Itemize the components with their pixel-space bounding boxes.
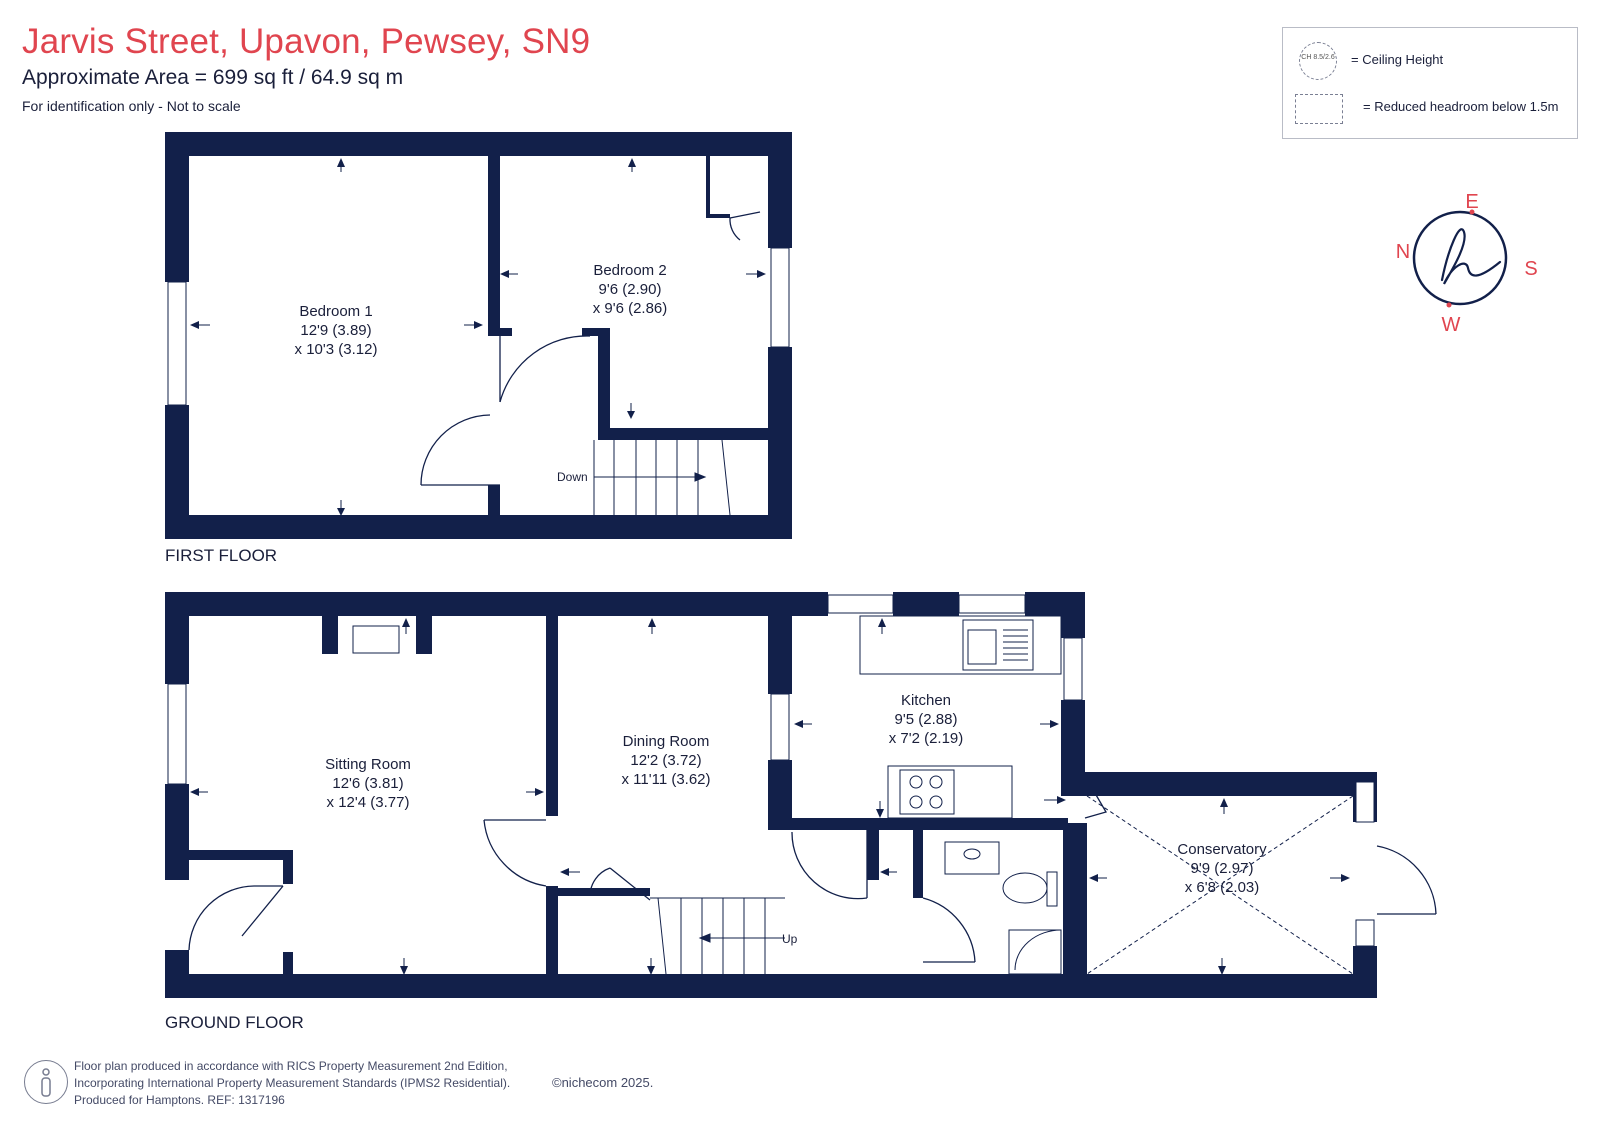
room-dimension: x 12'4 (3.77) <box>327 794 410 811</box>
room-dimension: 12'6 (3.81) <box>332 775 403 792</box>
room-dimension: 12'2 (3.72) <box>630 752 701 769</box>
first-floor-stairs <box>593 439 731 516</box>
conservatory-roof-lines <box>1086 795 1354 975</box>
room-name: Bedroom 2 <box>593 262 666 279</box>
stairs-label: Up <box>782 932 798 946</box>
info-icon <box>24 1060 68 1104</box>
room-dimension: x 6'8 (2.03) <box>1185 879 1260 896</box>
footer-line: Produced for Hamptons. REF: 1317196 <box>74 1093 285 1107</box>
identification-note: For identification only - Not to scale <box>22 98 241 114</box>
reduced-headroom-icon <box>1295 94 1343 124</box>
ceiling-height-icon: CH 8.5/2.6 <box>1299 42 1337 80</box>
first-floor-arrow-stems <box>198 165 758 509</box>
first-floor-walls <box>165 132 792 539</box>
compass-east: E <box>1465 191 1478 213</box>
compass: E S W N <box>1396 191 1538 336</box>
ground-floor-windows <box>167 594 1375 947</box>
ground-floor-stairs <box>650 897 785 975</box>
stairs-label: Down <box>557 470 588 484</box>
ground-floor-arrows <box>190 618 1350 975</box>
first-floor-label: FIRST FLOOR <box>165 546 278 565</box>
script-h-icon <box>1440 228 1502 285</box>
first-floor-arrows <box>190 158 766 516</box>
compass-west: W <box>1442 314 1461 336</box>
room-name: Bedroom 1 <box>299 303 372 320</box>
ground-floor-label: GROUND FLOOR <box>165 1013 304 1032</box>
legend-ceiling-label: = Ceiling Height <box>1351 52 1444 67</box>
ground-floor-arrow-stems <box>198 626 1342 967</box>
room-dimension: x 7'2 (2.19) <box>889 730 964 747</box>
room-name: Conservatory <box>1177 841 1267 858</box>
room-name: Kitchen <box>901 692 951 709</box>
room-name: Sitting Room <box>325 756 411 773</box>
room-dimension: 12'9 (3.89) <box>300 322 371 339</box>
room-dimension: x 11'11 (3.62) <box>621 771 710 788</box>
footer-notes: Floor plan produced in accordance with R… <box>74 1058 510 1109</box>
room-name: Dining Room <box>623 733 710 750</box>
compass-south: S <box>1524 258 1537 280</box>
plan-title: Jarvis Street, Upavon, Pewsey, SN9 <box>22 22 591 61</box>
footer-line: Incorporating International Property Mea… <box>74 1076 511 1090</box>
legend: CH 8.5/2.6 = Ceiling Height = Reduced he… <box>1282 27 1578 139</box>
room-dimension: 9'5 (2.88) <box>895 711 958 728</box>
first-floor-windows <box>167 247 790 406</box>
room-dimension: 9'9 (2.97) <box>1191 860 1254 877</box>
ground-floor-walls <box>165 592 1377 998</box>
compass-north: N <box>1396 241 1410 263</box>
room-dimension: x 10'3 (3.12) <box>295 341 378 358</box>
ground-floor-doors <box>188 775 1437 963</box>
room-dimension: x 9'6 (2.86) <box>593 300 668 317</box>
footer-line: Floor plan produced in accordance with R… <box>74 1059 508 1073</box>
first-floor-doors <box>420 211 761 486</box>
room-dimension: 9'6 (2.90) <box>599 281 662 298</box>
legend-reduced-label: = Reduced headroom below 1.5m <box>1363 99 1559 114</box>
kitchen-fixtures <box>352 615 1062 975</box>
approximate-area: Approximate Area = 699 sq ft / 64.9 sq m <box>22 66 404 89</box>
copyright: ©nichecom 2025. <box>552 1075 654 1090</box>
